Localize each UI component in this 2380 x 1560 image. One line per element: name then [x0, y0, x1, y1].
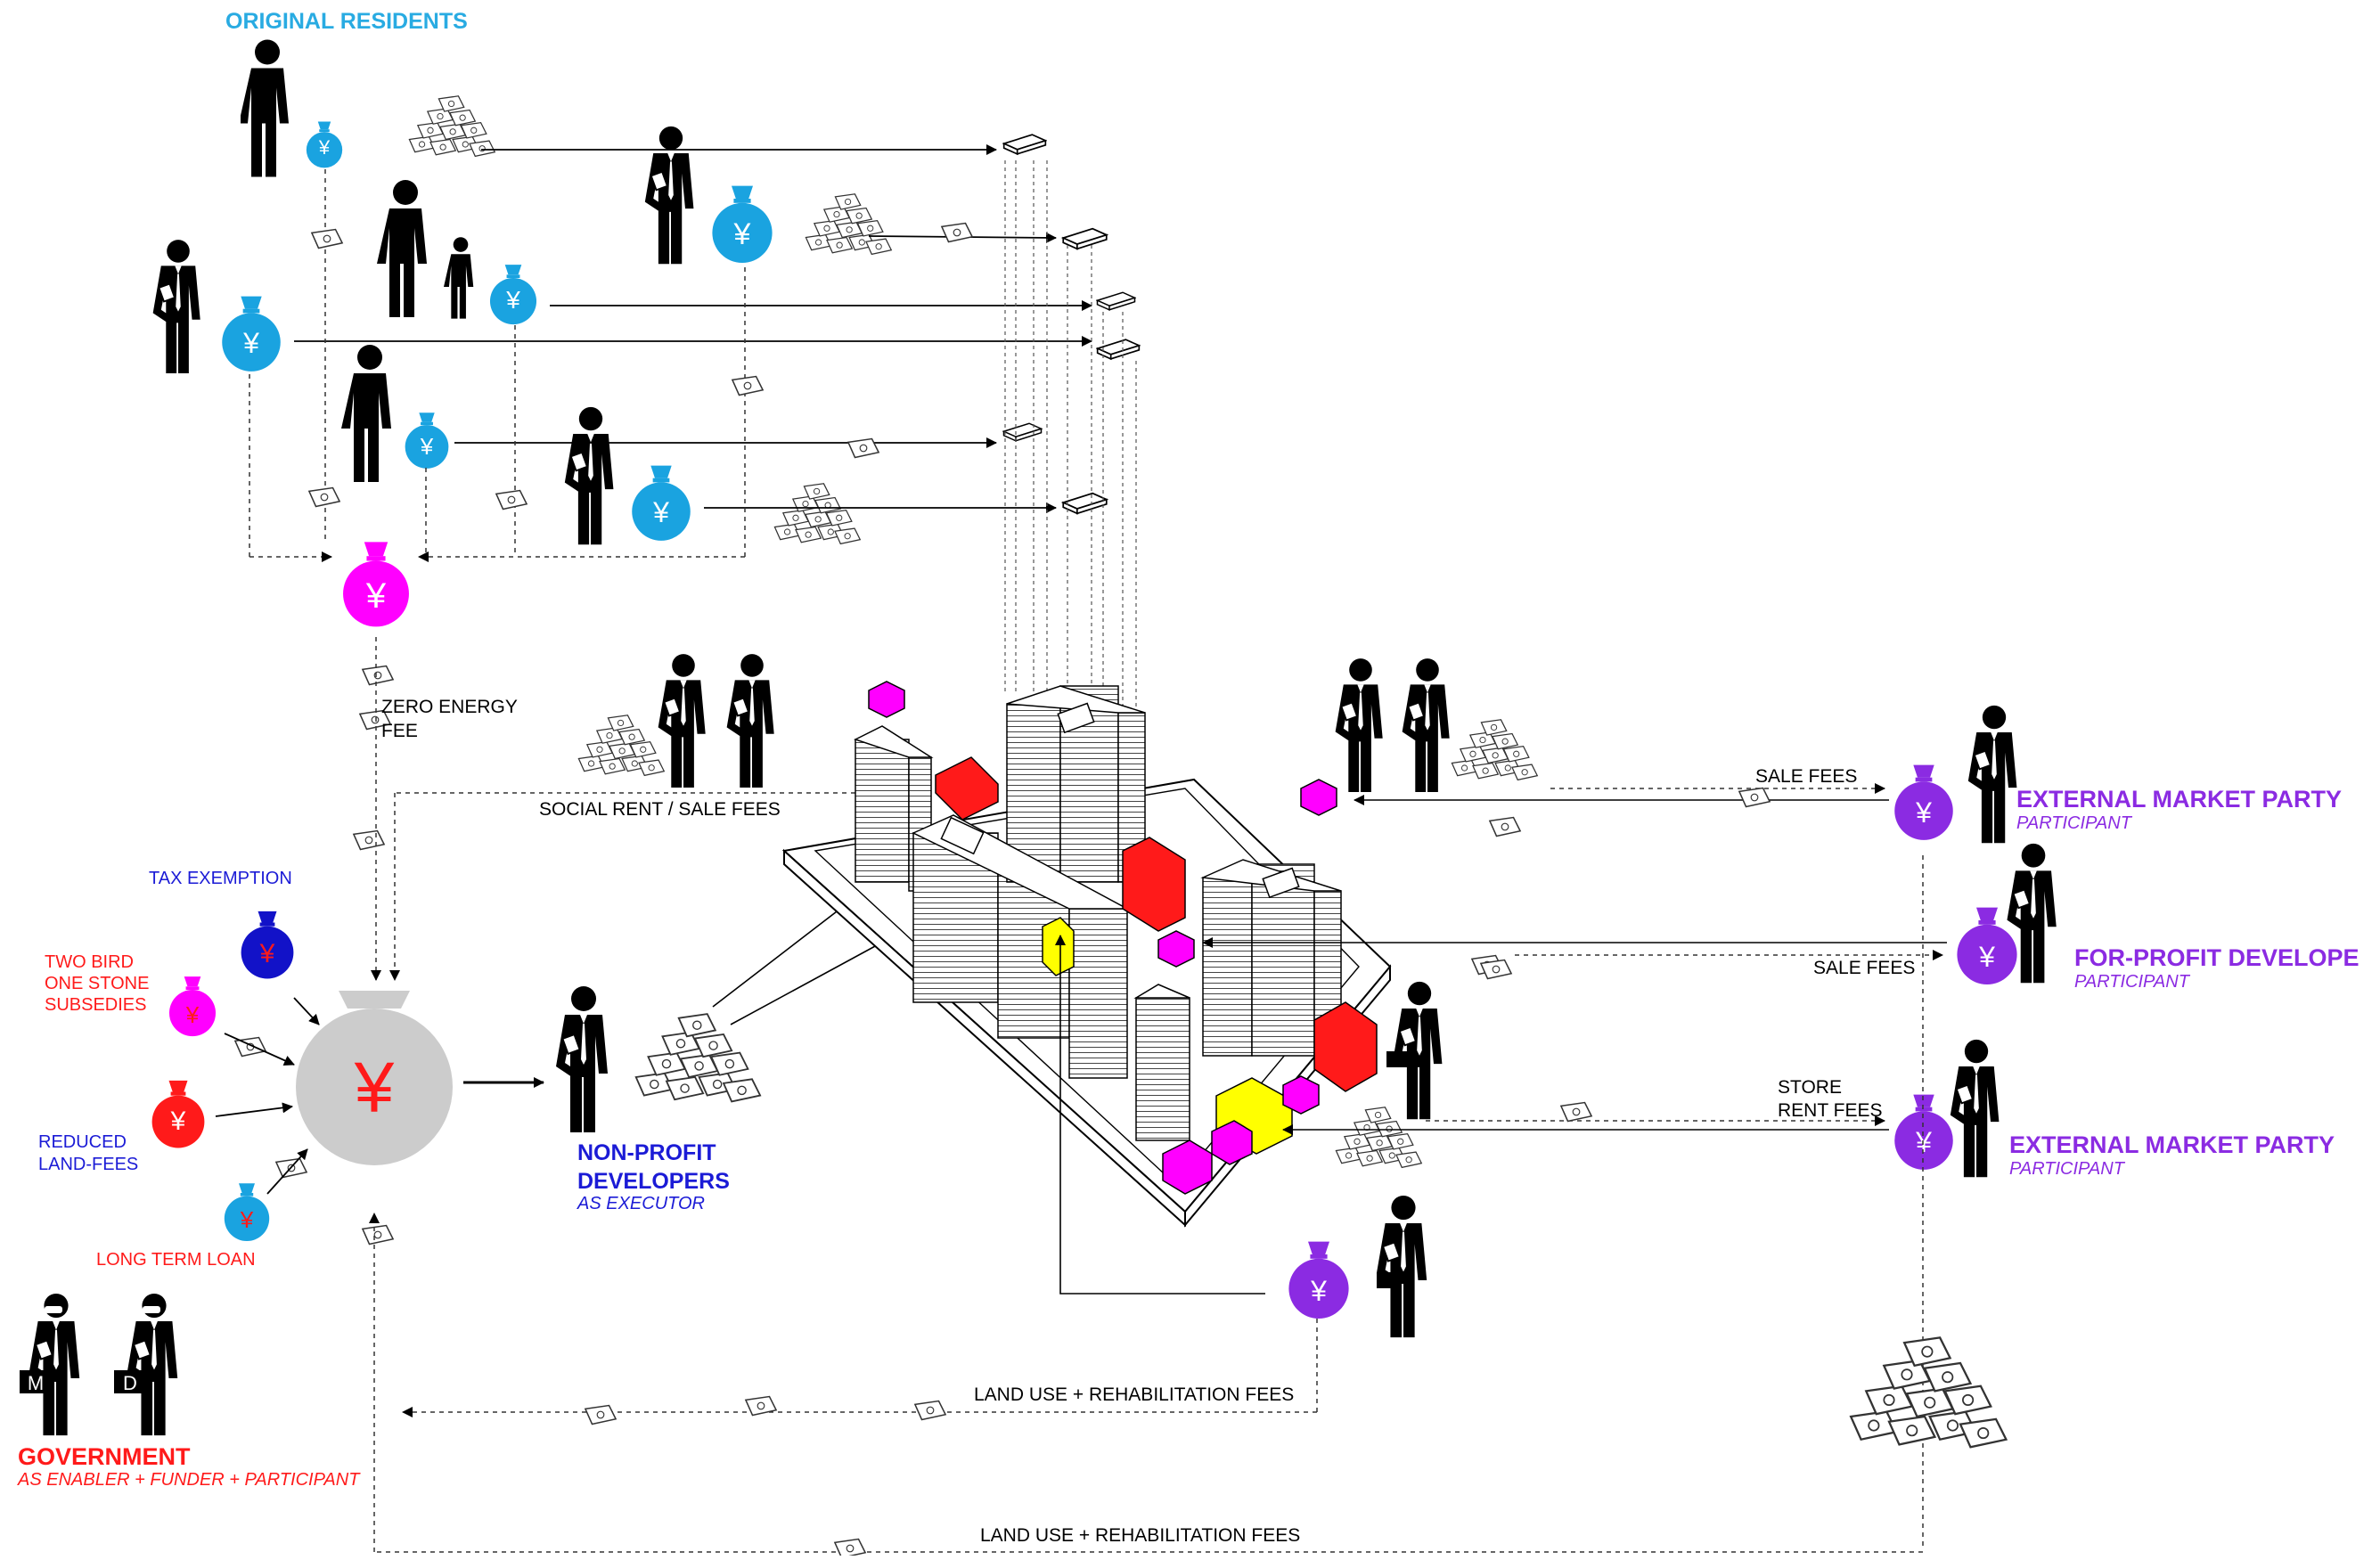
collection-dashed-lines — [249, 169, 746, 562]
resident-figure-4 — [341, 345, 391, 482]
external-market-party-1-label: EXTERNAL MARKET PARTY — [2016, 786, 2343, 813]
money-pile-icon — [1851, 1337, 2006, 1447]
svg-text:¥: ¥ — [1310, 1275, 1327, 1307]
svg-text:¥: ¥ — [259, 939, 275, 968]
svg-text:¥: ¥ — [242, 327, 259, 359]
zero-energy-fee-label: ZERO ENERGY FEE — [381, 697, 518, 741]
svg-text:¥: ¥ — [505, 286, 520, 314]
land-use-fees-2-label: LAND USE + REHABILITATION FEES — [980, 1525, 1301, 1546]
original-residents-group: ¥ ¥ ¥ ¥ ¥ ¥ — [151, 39, 773, 546]
svg-text:¥: ¥ — [240, 1206, 254, 1233]
external-market-figure-1 — [1967, 704, 2018, 845]
social-rent-sale-fees-label: SOCIAL RENT / SALE FEES — [539, 799, 781, 820]
unit-blocks — [1002, 134, 1141, 515]
tax-exemption-label: TAX EXEMPTION — [149, 869, 292, 888]
central-fund — [296, 991, 453, 1165]
long-term-loan-label: LONG TERM LOAN — [96, 1250, 256, 1270]
participant-3-label: PARTICIPANT — [2009, 1159, 2124, 1179]
social-rent-flow — [389, 792, 855, 981]
participant-2-label: PARTICIPANT — [2074, 972, 2189, 992]
reduced-land-fees-label: REDUCED LAND-FEES — [38, 1132, 139, 1174]
sale-fees-top-label: SALE FEES — [1755, 766, 1858, 787]
pooled-yen: ¥ — [365, 576, 387, 616]
money-pile-icon — [774, 484, 860, 544]
external-market-party-2-label: EXTERNAL MARKET PARTY — [2009, 1131, 2335, 1158]
resident-family-child — [444, 237, 474, 319]
non-profit-developers-label: NON-PROFIT DEVELOPERS — [577, 1140, 730, 1194]
resident-family-adult — [377, 180, 427, 317]
svg-text:¥: ¥ — [1978, 941, 1995, 973]
resident-figure-3 — [151, 239, 201, 374]
original-residents-label: ORIGINAL RESIDENTS — [225, 9, 468, 34]
store-rent-fees-label: STORE RENT FEES — [1778, 1077, 1883, 1121]
svg-text:¥: ¥ — [420, 433, 434, 460]
government-role-label: AS ENABLER + FUNDER + PARTICIPANT — [18, 1470, 360, 1490]
resident-figure-2 — [643, 125, 695, 265]
svg-text:¥: ¥ — [185, 1001, 200, 1028]
money-pile-icon — [1452, 720, 1537, 780]
briefcase-m-label: M — [28, 1372, 44, 1394]
svg-text:¥: ¥ — [652, 496, 669, 528]
non-profit-developer-figure — [555, 985, 609, 1133]
external-market-figure-2 — [1949, 1038, 2000, 1179]
land-use-fee-lines — [369, 1213, 1923, 1553]
as-executor-label: AS EXECUTOR — [577, 1194, 705, 1213]
two-bird-subsidies-label: TWO BIRD ONE STONE SUBSEDIES — [45, 952, 150, 1015]
yen-symbol: ¥ — [318, 136, 331, 159]
briefcase-d-label: D — [123, 1372, 137, 1394]
resident-arrows — [294, 144, 1092, 513]
svg-text:¥: ¥ — [1915, 796, 1932, 829]
land-use-notes — [585, 1395, 946, 1559]
government-label: GOVERNMENT — [18, 1443, 191, 1470]
for-profit-developer-label: FOR-PROFIT DEVELOPE — [2074, 944, 2360, 971]
building-complex — [781, 681, 1392, 1228]
land-use-fees-1-label: LAND USE + REHABILITATION FEES — [974, 1384, 1295, 1405]
investor-to-building-line — [1055, 935, 1265, 1295]
money-pile-icon — [578, 715, 664, 776]
resident-figure-1 — [241, 39, 289, 177]
svg-text:¥: ¥ — [170, 1107, 186, 1136]
svg-text:¥: ¥ — [733, 217, 751, 251]
buyer-figure — [1401, 657, 1451, 793]
government-figures — [20, 1292, 179, 1437]
briefcase-icon — [1386, 1051, 1410, 1067]
money-pile-icon — [409, 96, 495, 157]
store-tenant-figure — [1392, 980, 1444, 1121]
tenant-figure — [657, 653, 707, 788]
subsidy-arrows — [215, 997, 320, 1195]
central-yen: ¥ — [354, 1048, 395, 1127]
projection-lines — [1004, 160, 1137, 766]
investor-figure — [1375, 1194, 1428, 1339]
participant-1-label: PARTICIPANT — [2016, 813, 2131, 833]
buyer-figure — [1334, 657, 1384, 793]
resident-figure-5 — [563, 405, 615, 546]
money-pile-icon — [806, 194, 891, 255]
money-pile-icon — [636, 1014, 760, 1101]
sale-fees-mid-label: SALE FEES — [1813, 958, 1916, 978]
briefcase-icon — [1377, 1272, 1400, 1288]
tenant-figure — [725, 653, 775, 788]
